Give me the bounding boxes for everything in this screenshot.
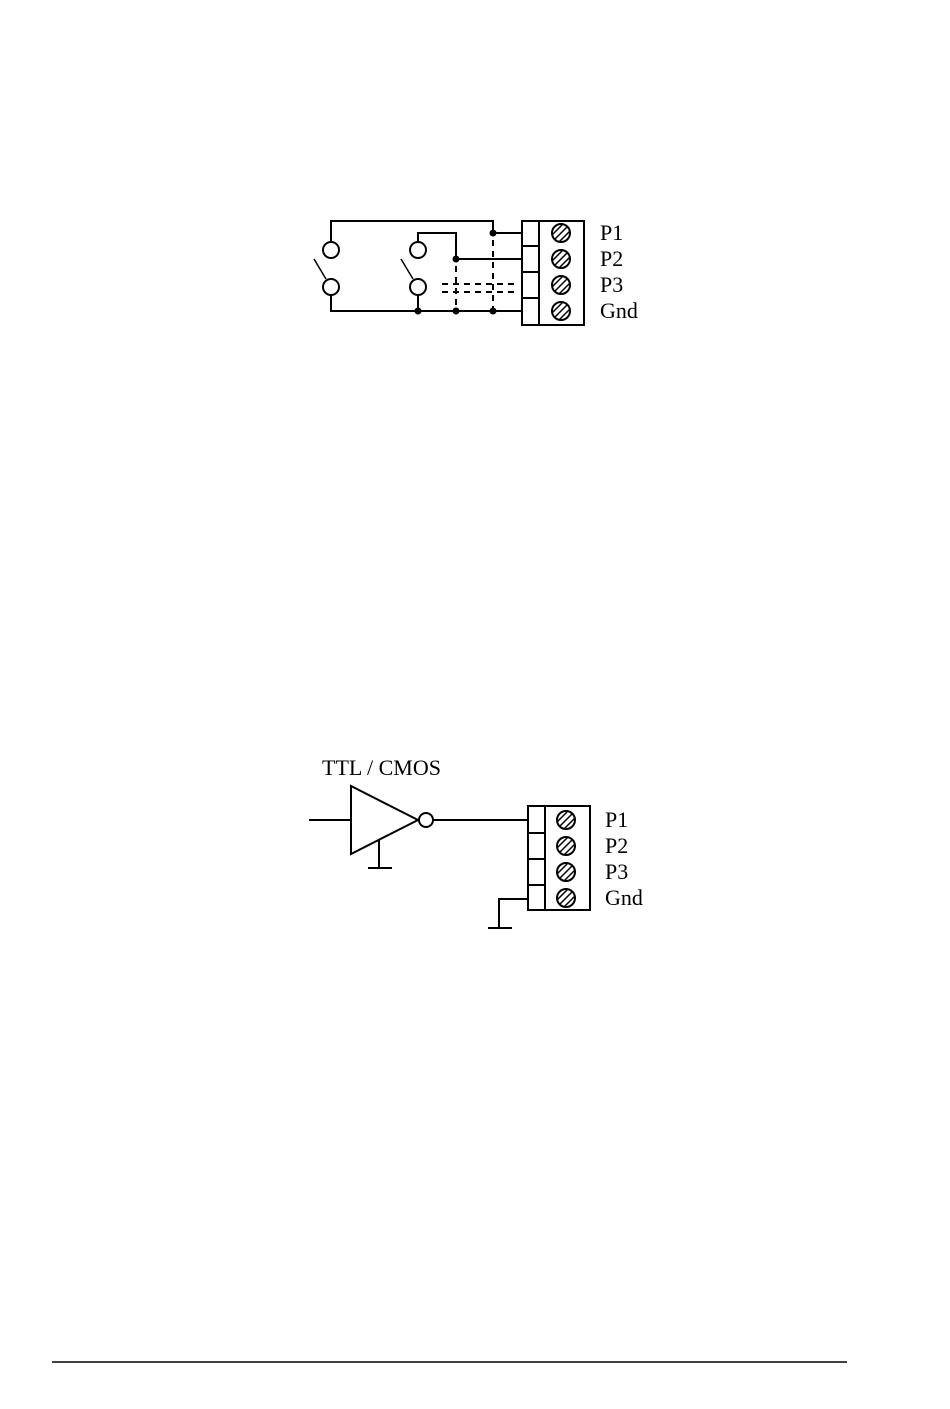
screw-icon: [552, 224, 570, 242]
terminal-label-gnd: Gnd: [605, 885, 643, 910]
logic-wiring-diagram: TTL / CMOS: [309, 755, 643, 928]
inverter-gate: [309, 786, 528, 868]
switch-1: [314, 242, 339, 295]
terminal-label-p3: P3: [600, 272, 623, 297]
screw-icon: [552, 276, 570, 294]
terminal-label-p1: P1: [605, 807, 628, 832]
terminal-label-p2: P2: [605, 833, 628, 858]
screw-icon: [552, 302, 570, 320]
terminal-block-2: P1 P2 P3 Gnd: [528, 806, 643, 910]
ground-symbol: [488, 899, 528, 928]
terminal-block-1: P1 P2 P3 Gnd: [522, 220, 638, 325]
terminal-label-gnd: Gnd: [600, 298, 638, 323]
optional-connections: [442, 240, 516, 311]
logic-family-label: TTL / CMOS: [322, 755, 441, 780]
wire-p2: [418, 233, 522, 259]
terminal-label-p2: P2: [600, 246, 623, 271]
screw-icon: [557, 863, 575, 881]
screw-icon: [557, 837, 575, 855]
screw-icon: [552, 250, 570, 268]
switch-wiring-diagram: P1 P2 P3 Gnd: [314, 220, 638, 325]
screw-icon: [557, 811, 575, 829]
terminal-label-p3: P3: [605, 859, 628, 884]
terminal-label-p1: P1: [600, 220, 623, 245]
screw-icon: [557, 889, 575, 907]
switch-2: [401, 242, 426, 295]
